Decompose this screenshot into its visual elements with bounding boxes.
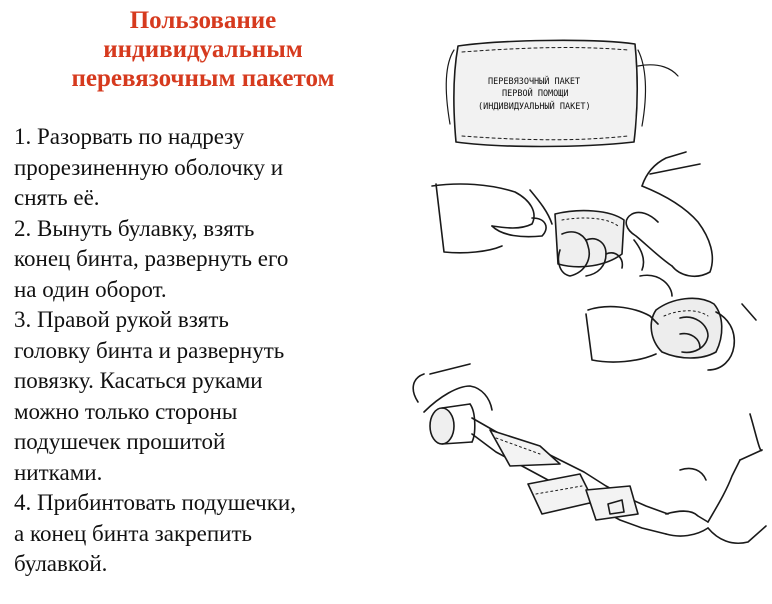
instruction-line: снять её. [14,185,100,210]
instruction-line: головку бинта и развернуть [14,337,285,363]
package-label-line-3: (ИНДИВИДУАЛЬНЫЙ ПАКЕТ) [478,100,591,112]
hands-holding-pad-illustration [585,274,757,371]
instruction-line: подушечек прошитой [14,429,226,454]
instructions-list: 1. Разорвать по надрезу прорезиненную об… [14,122,404,580]
instruction-line: а конец бинта закрепить [14,520,252,546]
title-line-2: индивидуальным [103,36,303,63]
first-aid-package: ПЕРЕВЯЗОЧНЫЙ ПАКЕТ ПЕРВОЙ ПОМОЩИ (ИНДИВИ… [445,39,679,148]
package-label-line-2: ПЕРВОЙ ПОМОЩИ [502,87,569,99]
hands-tearing-illustration [431,151,714,278]
instruction-line: нитками. [14,459,103,485]
title-line-3: перевязочным пакетом [71,65,335,92]
instruction-line: на один оборот. [14,276,167,302]
instruction-line: прорезиненную оболочку и [14,154,284,180]
instruction-line: 1. Разорвать по надрезу [14,124,245,149]
instruction-line: повязку. Касаться руками [14,368,263,393]
package-label-line-1: ПЕРЕВЯЗОЧНЫЙ ПАКЕТ [488,75,580,87]
instruction-line: можно только стороны [14,398,238,424]
bandage-illustration: ПЕРЕВЯЗОЧНЫЙ ПАКЕТ ПЕРВОЙ ПОМОЩИ (ИНДИВИ… [410,14,770,604]
page-title: Пользование индивидуальным перевязочным … [8,6,398,93]
instruction-line: конец бинта, развернуть его [14,246,289,271]
title-line-1: Пользование [129,7,277,34]
instruction-line: 2. Вынуть булавку, взять [14,215,255,241]
instruction-line: 3. Правой рукой взять [14,307,229,332]
instruction-line: булавкой. [14,551,108,576]
instruction-line: 4. Прибинтовать подушечки, [14,490,296,515]
bandage-application-illustration [412,363,767,544]
